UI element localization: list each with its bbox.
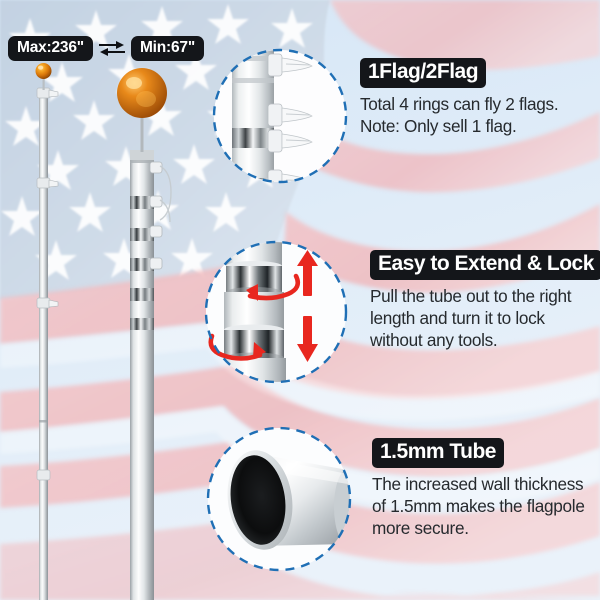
feature-3-text: 1.5mm Tube The increased wall thickness … xyxy=(372,418,585,539)
feature-2-line-2: length and turn it to lock xyxy=(370,307,545,328)
feature-tube-thickness: 1.5mm Tube The increased wall thickness … xyxy=(198,418,585,580)
feature-2-line-3: without any tools. xyxy=(370,329,498,350)
collapsed-flagpole xyxy=(117,68,172,600)
ring-clip xyxy=(267,129,313,153)
flagpole-rings-photo xyxy=(212,48,348,184)
measurement-badges: Max:236" Min:67" xyxy=(8,36,204,61)
rotate-arrow-icon xyxy=(247,273,301,301)
feature-3-title: 1.5mm Tube xyxy=(372,438,504,468)
feature-1-title: 1Flag/2Flag xyxy=(360,58,487,88)
min-length-badge: Min:67" xyxy=(130,36,204,61)
feature-2-line-1: Pull the tube out to the right xyxy=(370,285,572,306)
feature-3-line-3: more secure. xyxy=(372,517,469,538)
rotate-arrow-head-2 xyxy=(253,342,266,358)
feature-3-body: The increased wall thickness of 1.5mm ma… xyxy=(372,473,585,539)
feature-1-text: 1Flag/2Flag Total 4 rings can fly 2 flag… xyxy=(360,42,559,137)
extend-up-arrow-icon xyxy=(297,250,318,296)
feature-2-image xyxy=(196,232,356,392)
ring-clip xyxy=(267,53,313,77)
double-arrow-icon xyxy=(98,41,125,57)
feature-1flag-2flag: 1Flag/2Flag Total 4 rings can fly 2 flag… xyxy=(206,42,559,190)
rotate-arrow-icon-2 xyxy=(208,333,263,361)
rotate-arrow-head xyxy=(246,284,258,301)
max-length-badge: Max:236" xyxy=(8,36,93,61)
dashed-circle-border xyxy=(206,426,352,572)
dashed-circle-border xyxy=(212,48,348,184)
feature-easy-extend-lock: Easy to Extend & Lock Pull the tube out … xyxy=(196,232,600,392)
collapse-down-arrow-icon xyxy=(297,316,318,362)
extended-flagpole xyxy=(35,63,59,600)
feature-1-image xyxy=(206,42,354,190)
tube-twist-lock-photo xyxy=(204,240,348,384)
ring-clip xyxy=(267,103,313,127)
dashed-circle-border xyxy=(204,240,348,384)
feature-3-image xyxy=(198,418,360,580)
feature-2-text: Easy to Extend & Lock Pull the tube out … xyxy=(370,232,600,351)
feature-1-line-1: Total 4 rings can fly 2 flags. xyxy=(360,93,559,114)
feature-1-line-2: Note: Only sell 1 flag. xyxy=(360,115,517,136)
feature-2-title: Easy to Extend & Lock xyxy=(370,250,600,280)
feature-3-line-1: The increased wall thickness xyxy=(372,473,584,494)
tube-cross-section-photo xyxy=(206,426,352,572)
feature-3-line-2: of 1.5mm makes the flagpole xyxy=(372,495,585,516)
feature-1-body: Total 4 rings can fly 2 flags. Note: Onl… xyxy=(360,93,559,137)
feature-2-body: Pull the tube out to the right length an… xyxy=(370,285,600,351)
